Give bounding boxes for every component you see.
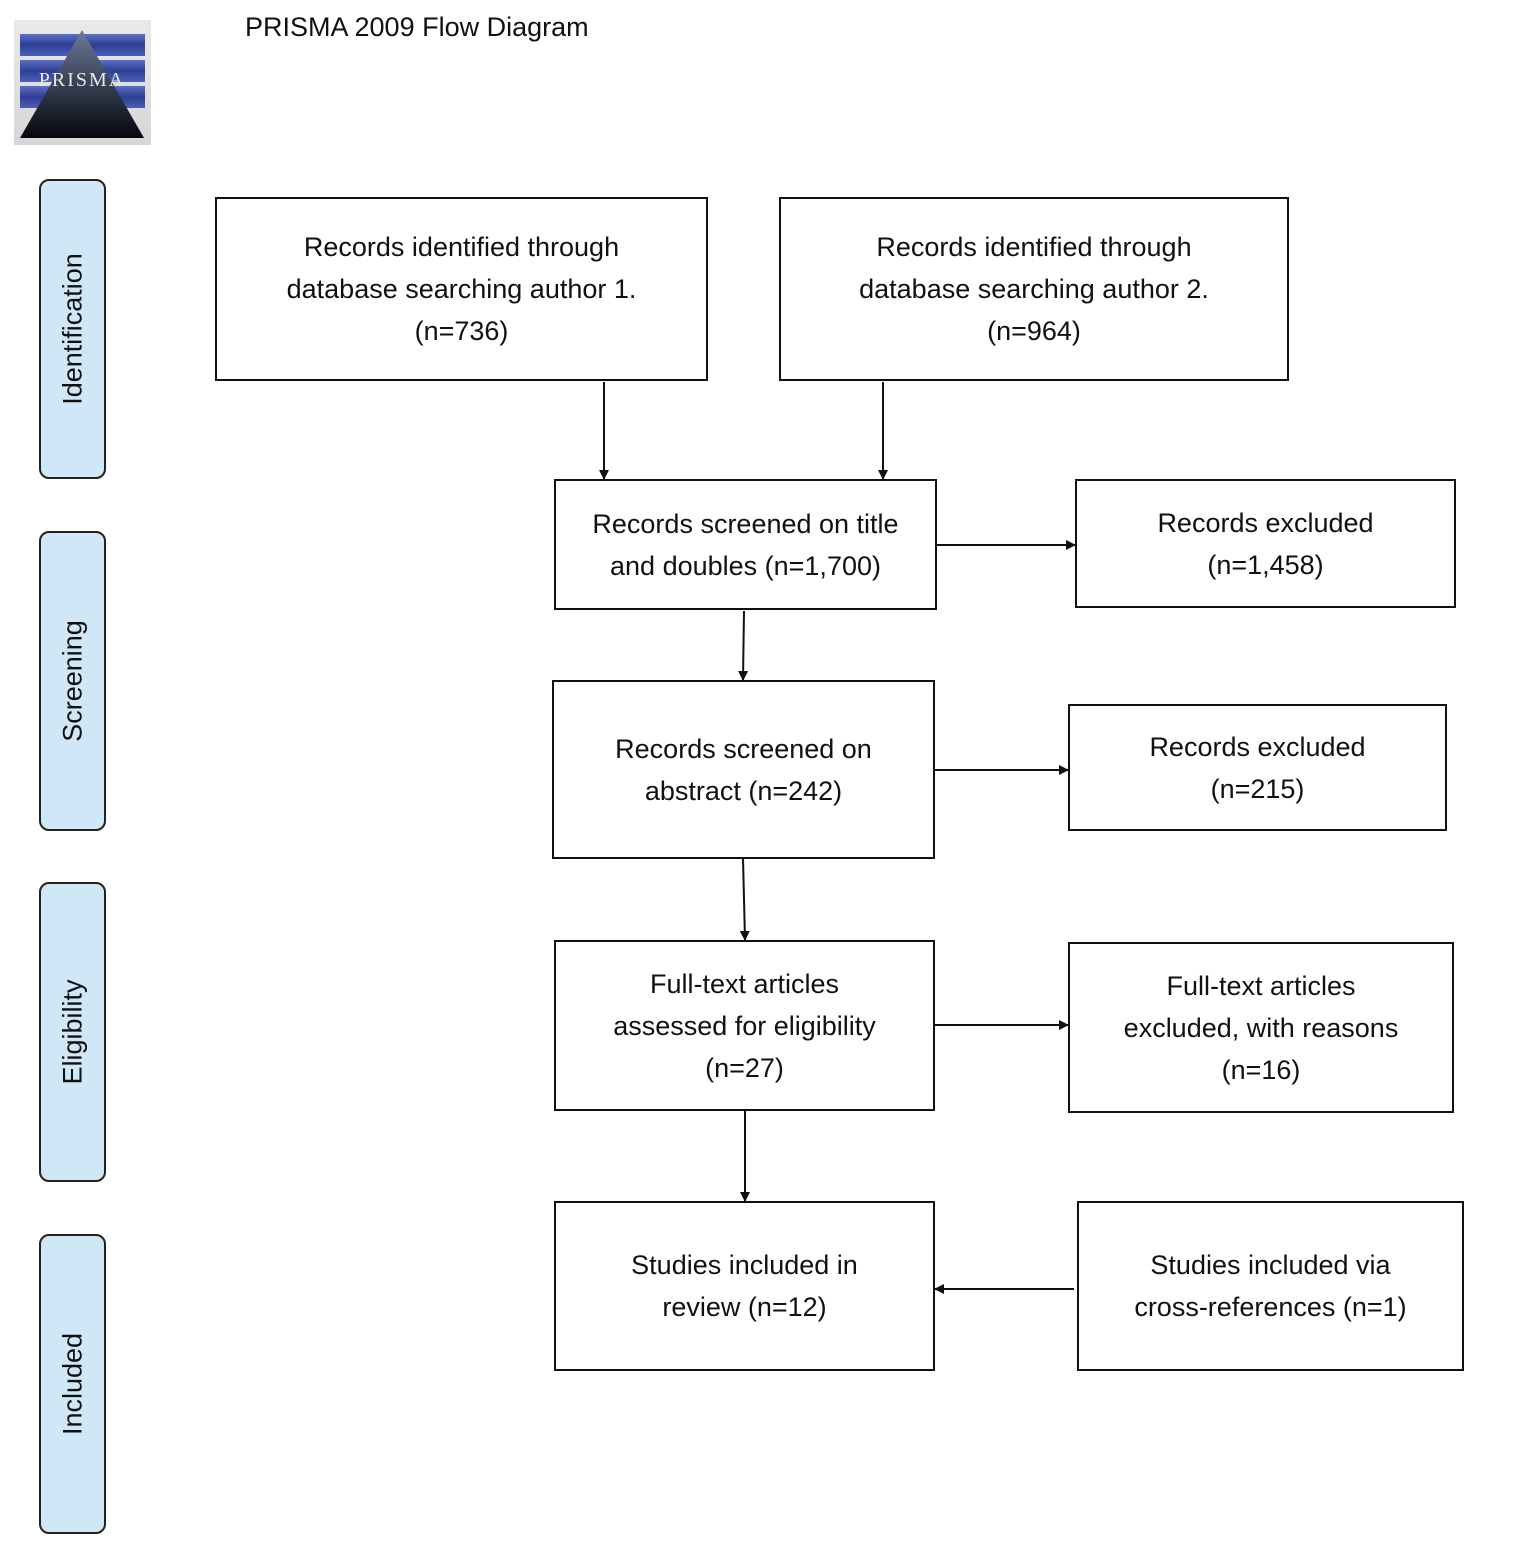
box-screened-title-line2: and doubles (n=1,700) <box>610 550 881 581</box>
prisma-logo: PRISMA <box>14 20 151 145</box>
box-excluded-abstract-count: (n=215) <box>1210 773 1305 804</box>
box-fulltext-assessed-line2: assessed for eligibility <box>613 1010 876 1041</box>
box-records-author1: Records identified through database sear… <box>215 197 708 381</box>
prisma-logo-text: PRISMA <box>39 69 125 91</box>
box-fulltext-excluded: Full-text articles excluded, with reason… <box>1068 942 1454 1113</box>
box-records-author1-count: (n=736) <box>414 316 509 346</box>
box-screened-title-line1: Records screened on title <box>592 508 899 539</box>
box-screened-title: Records screened on title and doubles (n… <box>554 479 937 610</box>
stage-eligibility-label: Eligibility <box>57 979 87 1085</box>
box-studies-included: Studies included in review (n=12) <box>554 1201 935 1371</box>
box-cross-references-line1: Studies included via <box>1150 1250 1391 1280</box>
box-screened-abstract-line1: Records screened on <box>615 733 872 764</box>
box-fulltext-assessed-line1: Full-text articles <box>649 968 840 999</box>
stage-included-label: Included <box>57 1332 87 1436</box>
stage-included: Included <box>39 1234 106 1534</box>
box-records-author1-line1: Records identified through <box>303 232 620 262</box>
stage-eligibility: Eligibility <box>39 882 106 1182</box>
prisma-logo-graphic: PRISMA <box>14 20 151 145</box>
stage-screening: Screening <box>39 531 106 831</box>
box-fulltext-excluded-line2: excluded, with reasons <box>1123 1012 1399 1043</box>
box-studies-included-line1: Studies included in <box>631 1250 858 1280</box>
box-excluded-title-count: (n=1,458) <box>1207 549 1324 580</box>
stage-identification-label: Identification <box>57 253 87 405</box>
box-records-author2-count: (n=964) <box>987 316 1081 346</box>
box-excluded-title-line1: Records excluded <box>1157 507 1374 538</box>
box-cross-references: Studies included via cross-references (n… <box>1077 1201 1464 1371</box>
box-excluded-abstract: Records excluded (n=215) <box>1068 704 1447 831</box>
box-screened-abstract-line2: abstract (n=242) <box>644 775 843 806</box>
box-records-author2-line1: Records identified through <box>876 232 1192 262</box>
stage-screening-label: Screening <box>57 620 87 742</box>
box-records-author2: Records identified through database sear… <box>779 197 1289 381</box>
arrow-title-to-abstract <box>738 610 749 681</box>
box-fulltext-assessed: Full-text articles assessed for eligibil… <box>554 940 935 1111</box>
arrow-abstract-to-fulltext <box>739 857 750 941</box>
box-fulltext-excluded-count: (n=16) <box>1221 1054 1301 1085</box>
box-excluded-abstract-line1: Records excluded <box>1149 731 1366 762</box>
box-records-author1-line2: database searching author 1. <box>286 274 637 304</box>
box-cross-references-line2: cross-references (n=1) <box>1134 1292 1407 1322</box>
stage-identification: Identification <box>39 179 106 479</box>
box-fulltext-excluded-line1: Full-text articles <box>1166 970 1356 1001</box>
box-fulltext-assessed-count: (n=27) <box>705 1052 784 1083</box>
box-studies-included-line2: review (n=12) <box>662 1292 827 1322</box>
box-excluded-title: Records excluded (n=1,458) <box>1075 479 1456 608</box>
box-records-author2-line2: database searching author 2. <box>859 274 1209 304</box>
box-screened-abstract: Records screened on abstract (n=242) <box>552 680 935 859</box>
page-title: PRISMA 2009 Flow Diagram <box>245 12 589 42</box>
